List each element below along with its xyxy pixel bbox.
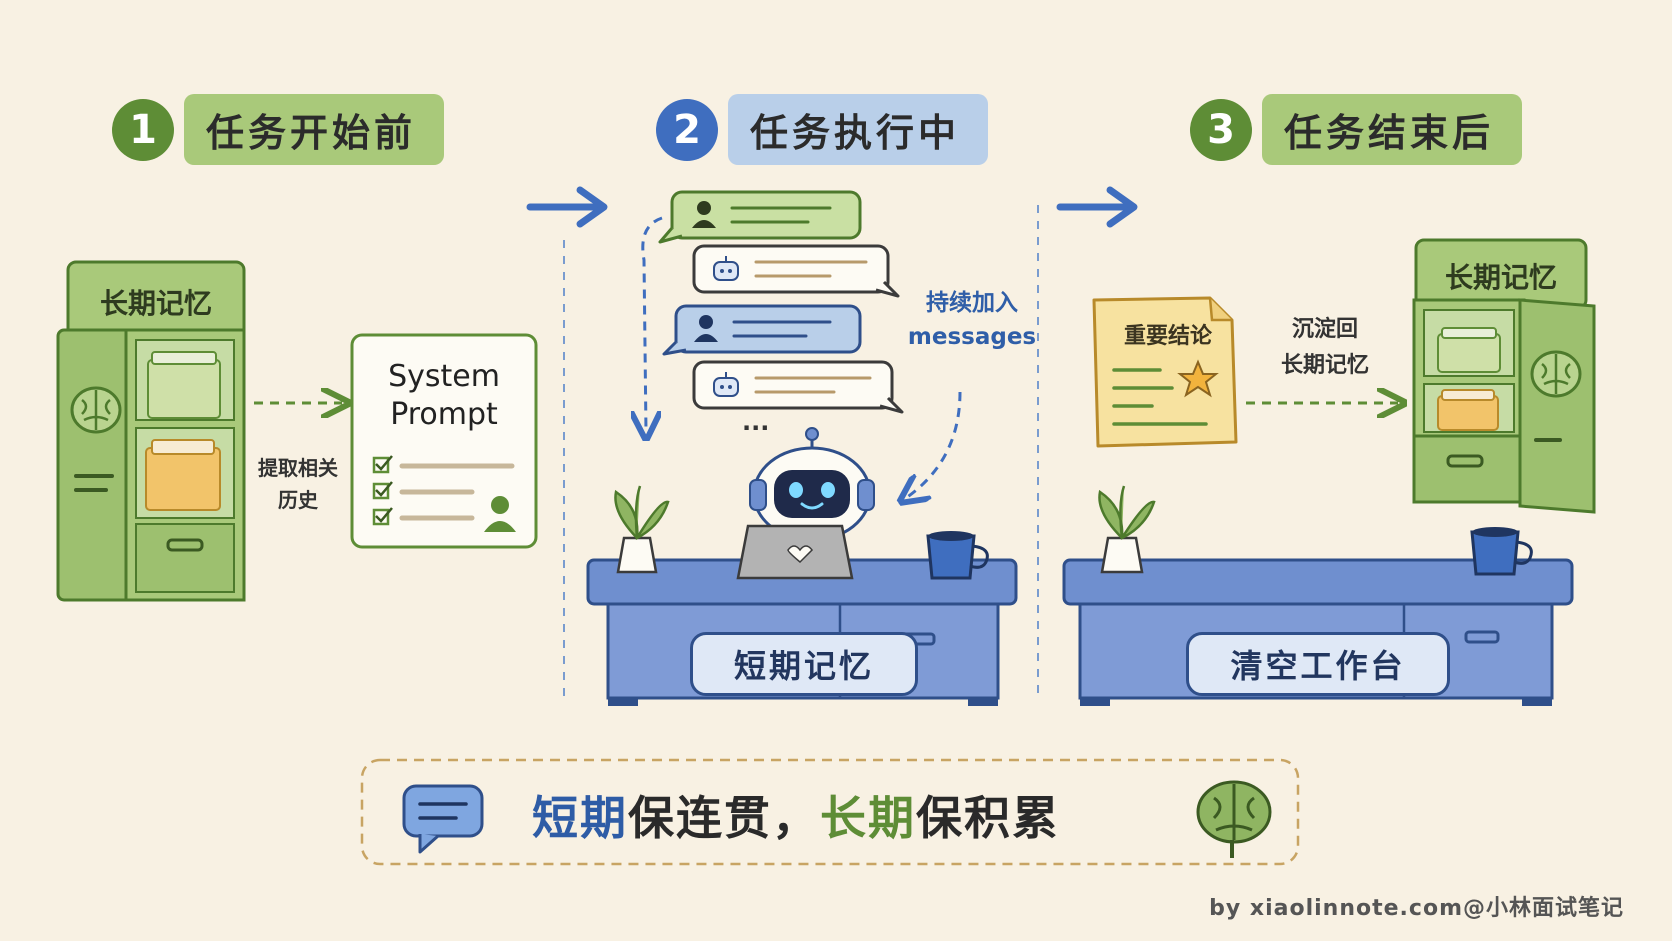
mug-icon	[926, 531, 989, 580]
motto-accumulation: 保积累	[916, 791, 1060, 845]
extract-label-line1: 提取相关	[258, 456, 338, 480]
chat-bubble-user-2	[662, 304, 862, 356]
consolidate-label-line2: 长期记忆	[1280, 353, 1369, 378]
motto: 短期保连贯，长期保积累	[532, 782, 1060, 848]
folder-icon	[145, 439, 221, 511]
step-2-title: 任务执行中	[728, 94, 989, 165]
robot-icon	[749, 427, 875, 542]
history-down-arrow	[643, 216, 663, 432]
step-1-header: 1 任务开始前	[112, 94, 445, 165]
plant-icon	[1098, 485, 1156, 574]
folder-icon	[1437, 389, 1499, 431]
plant-icon	[614, 485, 670, 574]
consolidate-label: 沉淀回 长期记忆	[1256, 312, 1394, 384]
extract-label-line2: 历史	[278, 488, 318, 512]
user-icon	[484, 496, 516, 532]
step-2-header: 2 任务执行中	[656, 94, 989, 165]
conclusion-note-title: 重要结论	[1123, 324, 1212, 349]
clear-workspace-label: 清空工作台	[1186, 632, 1450, 696]
brain-icon	[1530, 350, 1582, 398]
append-messages-label: 持续加入 messages	[902, 286, 1042, 354]
motto-coherence: 保连贯，	[628, 791, 820, 845]
conclusion-note	[1092, 296, 1238, 448]
append-messages-arrow	[906, 391, 962, 498]
step-3-number: 3	[1190, 98, 1252, 161]
chat-bubble-icon	[402, 784, 484, 854]
system-prompt-line1: System	[388, 359, 500, 394]
brain-icon	[1196, 780, 1272, 858]
motto-frame	[360, 758, 1300, 866]
mug-icon	[1470, 527, 1533, 576]
system-prompt-card	[350, 333, 538, 549]
step-1-number: 1	[112, 98, 174, 161]
flow-arrow-2-to-3	[1056, 186, 1138, 228]
append-messages-line2: messages	[907, 324, 1037, 350]
motto-long-term: 长期	[820, 791, 916, 845]
extract-label: 提取相关 历史	[246, 452, 350, 516]
cabinet-label-right: 长期记忆	[1444, 261, 1557, 294]
credit-text: by xiaolinnote.com@小林面试笔记	[1209, 896, 1624, 921]
short-term-memory-label: 短期记忆	[690, 632, 918, 696]
system-prompt-text: System Prompt	[352, 358, 536, 434]
laptop-icon	[736, 524, 854, 580]
cabinet-label-left: 长期记忆	[99, 287, 212, 320]
step-3-header: 3 任务结束后	[1190, 94, 1523, 165]
folder-icon	[147, 351, 221, 419]
motto-short-term: 短期	[532, 791, 628, 845]
consolidate-label-line1: 沉淀回	[1291, 317, 1358, 342]
system-prompt-line2: Prompt	[390, 397, 498, 432]
append-messages-line1: 持续加入	[926, 290, 1018, 316]
flow-arrow-1-to-2	[526, 186, 608, 228]
step-2-number: 2	[656, 98, 718, 161]
step-3-title: 任务结束后	[1262, 94, 1523, 165]
chat-bubble-user-1	[658, 190, 862, 244]
brain-icon	[70, 386, 122, 434]
more-messages-ellipsis: ...	[742, 408, 770, 436]
chat-bubble-ai-1	[692, 244, 900, 298]
folder-icon	[1437, 327, 1501, 373]
chat-bubble-ai-2	[692, 360, 904, 414]
star-icon	[1177, 359, 1219, 398]
step-1-title: 任务开始前	[184, 94, 445, 165]
